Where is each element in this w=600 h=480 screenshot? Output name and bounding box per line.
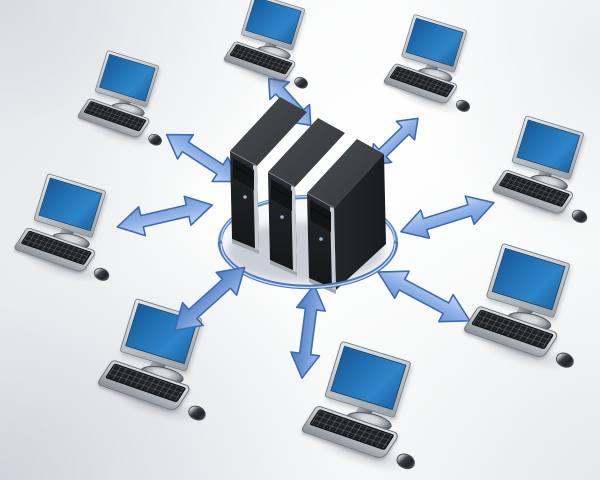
- monitor-screen: [491, 247, 566, 311]
- monitor: [324, 340, 412, 419]
- monitor: [511, 115, 585, 181]
- power-led: [243, 195, 247, 199]
- client-computer-bottom-right: [462, 242, 578, 381]
- monitor-screen: [245, 0, 302, 45]
- power-led: [319, 237, 323, 241]
- arrow-left: [114, 191, 216, 242]
- arrow-top-left: [159, 123, 247, 194]
- monitor-screen: [405, 17, 464, 67]
- monitor: [33, 173, 107, 239]
- client-computer-bottom-left: [96, 297, 210, 434]
- monitor-screen: [38, 177, 103, 232]
- arrow-bottom-right: [371, 259, 477, 335]
- server-cluster: [217, 97, 399, 294]
- client-computer-top-right: [382, 13, 474, 122]
- server-tower-1: [229, 97, 307, 254]
- client-computer-right: [490, 115, 591, 234]
- server-platform-ring: [218, 195, 398, 287]
- client-computer-top-center: [222, 0, 311, 99]
- platform-ring-front: [217, 241, 399, 290]
- client-computer-left: [12, 173, 113, 292]
- server-tower-2: [267, 118, 345, 276]
- monitor: [119, 297, 203, 373]
- monitor-screen: [125, 302, 198, 365]
- arrow-right: [396, 189, 498, 246]
- monitor-screen: [516, 119, 581, 174]
- arrow-top-right: [361, 109, 427, 174]
- monitor: [240, 0, 306, 51]
- client-computer-top-left: [76, 49, 165, 156]
- power-led: [280, 215, 284, 219]
- monitor-screen: [99, 53, 156, 102]
- monitor-screen: [330, 345, 407, 411]
- monitor: [400, 13, 468, 74]
- monitor: [485, 242, 571, 319]
- server-tower-3: [306, 139, 386, 294]
- client-computer-bottom-center: [299, 340, 420, 480]
- monitor: [94, 49, 160, 108]
